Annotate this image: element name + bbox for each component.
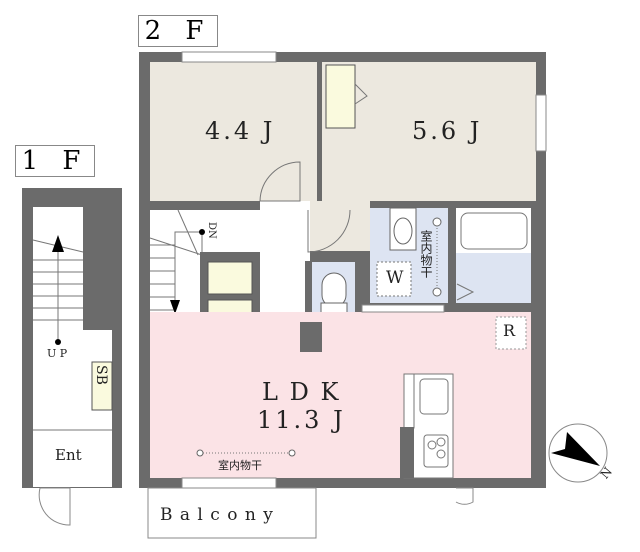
floor-label-2f: 2 F: [138, 15, 218, 47]
kitchen-sink-icon: [419, 378, 449, 415]
room-5-6j: [322, 62, 536, 201]
bathtub-icon: [460, 212, 528, 250]
toilet-icon: [321, 272, 347, 308]
window-top: [181, 51, 277, 63]
entrance-label: Ent: [55, 446, 82, 464]
stove-icon: [423, 434, 449, 468]
room-label-5-6j: 5.6 J: [412, 117, 483, 145]
stairs: [149, 209, 203, 320]
door-4-4j[interactable]: [259, 161, 301, 202]
stairs-up-label: U P: [47, 347, 68, 360]
washer-label: W: [386, 268, 404, 288]
hallway-nook: [310, 201, 370, 251]
compass-icon: [548, 423, 608, 483]
indoor-drying-label-washroom: 室内物干: [419, 230, 433, 278]
balcony-label: B a l c o n y: [160, 505, 274, 525]
entrance-door[interactable]: [38, 487, 71, 526]
room-ldk: [150, 312, 531, 478]
shoe-box: [91, 361, 113, 411]
stairs-down-label: DN: [206, 222, 217, 239]
indoor-drying-label-ldk: 室内物干: [218, 459, 262, 472]
fridge-label: R: [503, 321, 516, 340]
door-5-6j[interactable]: [307, 209, 351, 253]
room-label-ldk: L D K: [262, 378, 341, 406]
closet: [325, 64, 356, 129]
room-size-ldk: 11.3 J: [257, 406, 346, 434]
closet-upper: [207, 261, 253, 295]
window-right: [535, 94, 547, 152]
sink-icon: [393, 217, 413, 245]
shoe-box-label: SB: [93, 365, 109, 385]
door-service[interactable]: [455, 487, 474, 505]
balcony: [147, 487, 317, 539]
room-4-4j: [150, 62, 317, 201]
window-balcony[interactable]: [181, 477, 277, 489]
floor-label-1f: 1 F: [15, 145, 95, 177]
room-label-4-4j: 4.4 J: [205, 117, 276, 145]
